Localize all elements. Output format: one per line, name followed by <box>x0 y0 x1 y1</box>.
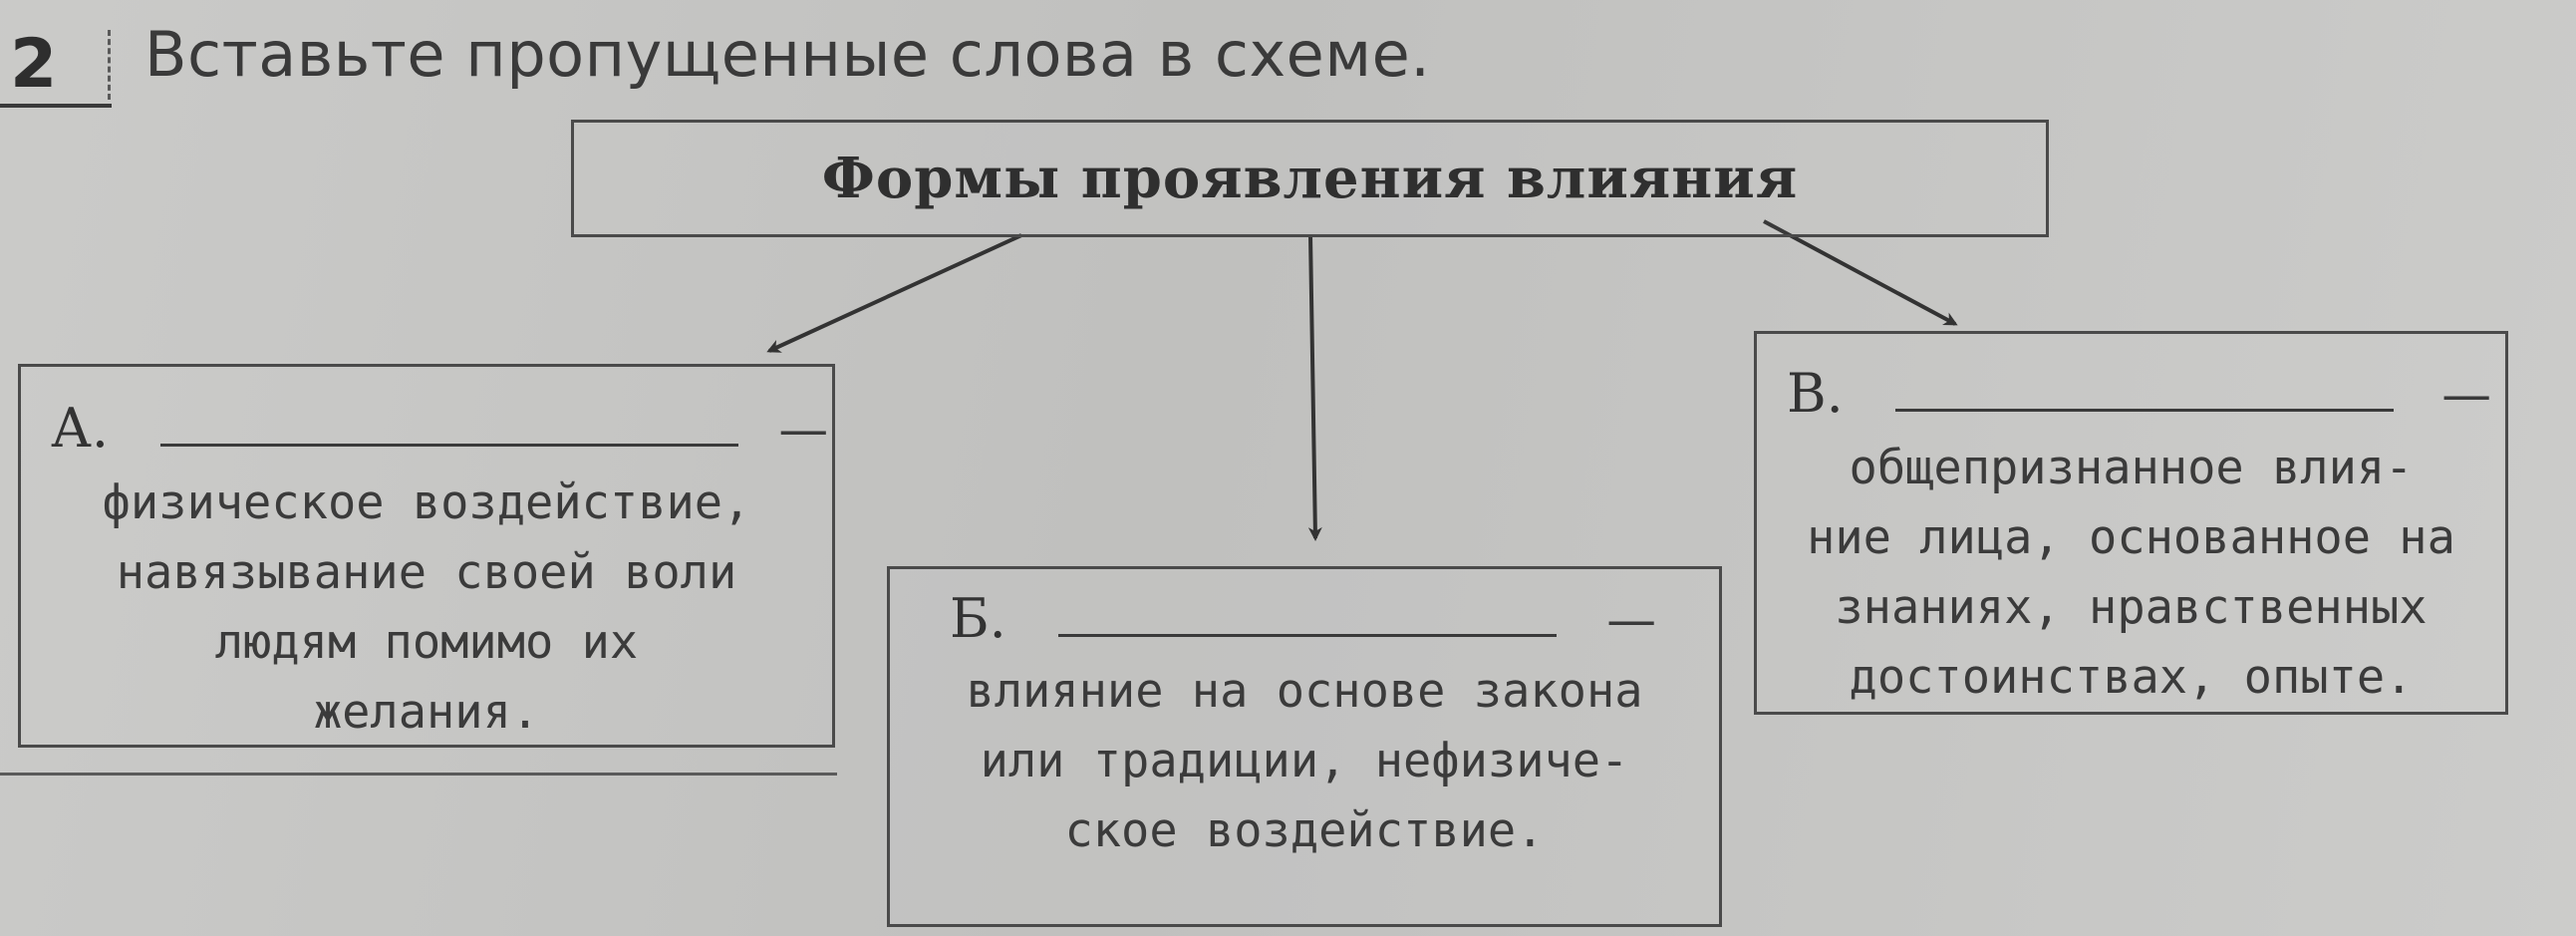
branch-v-blank[interactable] <box>1894 399 2394 412</box>
branch-a-line: физическое воздействие, <box>102 475 751 530</box>
branch-a-line: желания. <box>313 685 540 740</box>
branch-a-box: А. — физическое воздействие, навязывание… <box>18 364 835 748</box>
branch-v-line: общепризнанное влия- <box>1849 441 2414 495</box>
branch-b-box: Б. — влияние на основе закона или традиц… <box>887 566 1722 927</box>
branch-v-line: ние лица, основанное на <box>1807 510 2455 565</box>
branch-a-blank[interactable] <box>160 434 739 447</box>
branch-b-letter: Б. <box>950 587 1006 650</box>
branch-v-box: В. — общепризнанное влия- ние лица, осно… <box>1754 331 2508 715</box>
branch-b-description: влияние на основе закона или традиции, н… <box>890 657 1719 866</box>
task-instruction: Вставьте пропущенные слова в схеме. <box>144 18 1431 91</box>
branch-b-blank[interactable] <box>1057 624 1557 637</box>
branch-a-line: навязывание своей воли <box>116 545 737 600</box>
branch-b-line: влияние на основе закона <box>966 664 1643 719</box>
branch-v-dash: — <box>2441 366 2492 424</box>
branch-a-line: людям помимо их <box>214 615 639 670</box>
branch-a-letter: А. <box>51 397 110 460</box>
branch-v-letter: В. <box>1787 362 1844 425</box>
branch-b-line: ское воздействие. <box>1064 803 1545 858</box>
arrow-to-b <box>1307 234 1322 541</box>
arrow-to-a <box>766 233 1022 353</box>
branch-v-answer-row: В. — <box>1787 362 2491 425</box>
arrow-to-v <box>1763 219 1958 326</box>
branch-v-line: знаниях, нравственных <box>1835 580 2428 635</box>
box-a-shadow-rule <box>0 773 837 776</box>
branch-b-answer-row: Б. — <box>950 587 1656 650</box>
root-label: Формы проявления влияния <box>821 146 1799 211</box>
branch-a-dash: — <box>778 401 829 459</box>
branch-b-dash: — <box>1606 591 1657 649</box>
root-node: Формы проявления влияния <box>571 120 2049 237</box>
task-number: 2 <box>0 22 112 108</box>
branch-v-line: достоинствах, опыте. <box>1849 650 2414 705</box>
task-number-separator <box>108 30 111 100</box>
branch-v-description: общепризнанное влия- ние лица, основанно… <box>1757 434 2505 713</box>
branch-b-line: или традиции, нефизиче- <box>980 734 1629 788</box>
branch-a-answer-row: А. — <box>51 397 828 460</box>
branch-a-description: физическое воздействие, навязывание свое… <box>21 468 832 748</box>
